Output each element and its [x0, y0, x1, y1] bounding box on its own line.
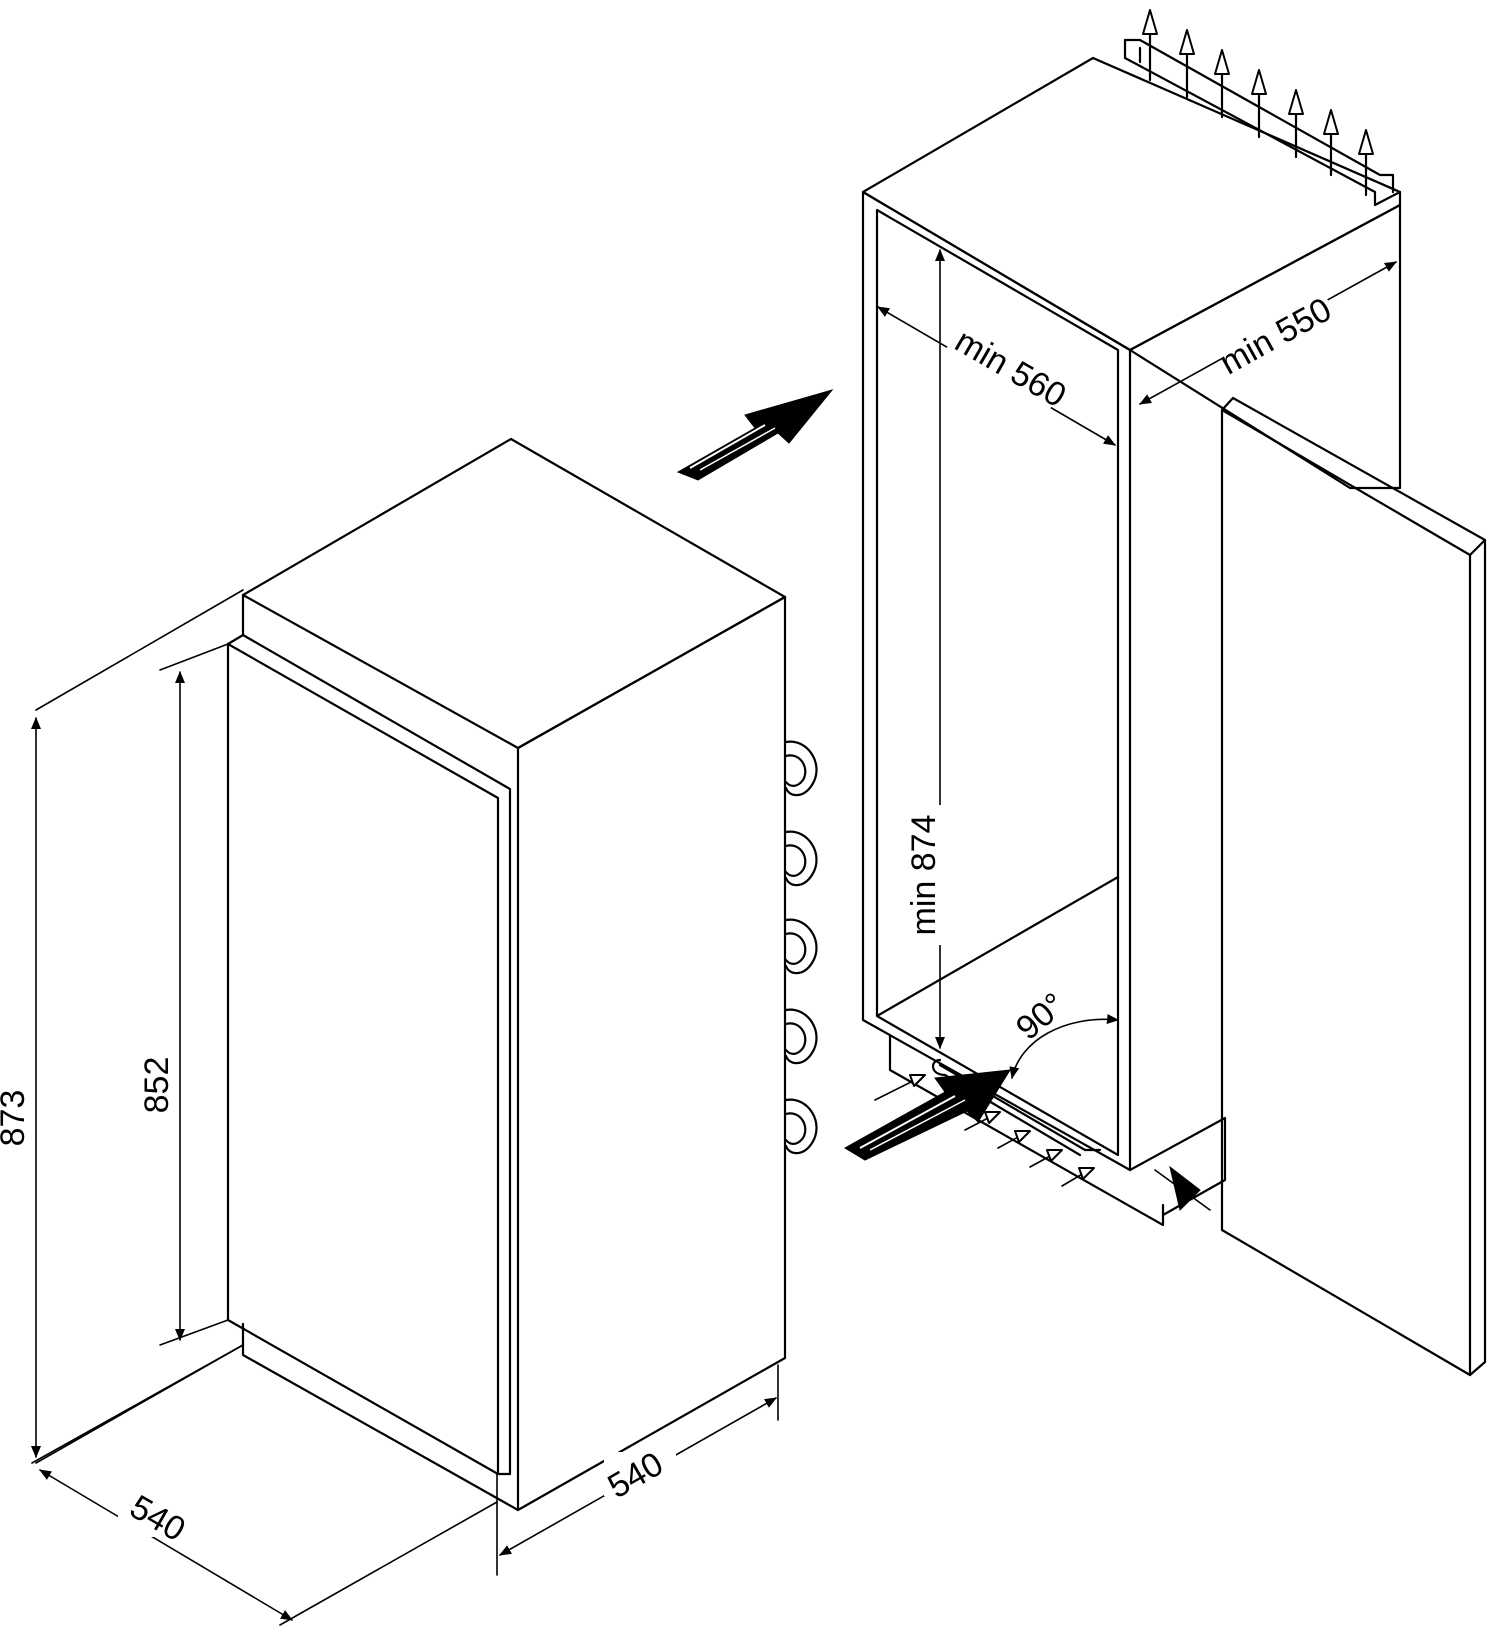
dimension-niche-depth: min 550 [1139, 261, 1397, 405]
appliance-top [241, 437, 787, 750]
appliance-door [226, 642, 500, 1476]
insertion-arrow-icon [844, 1069, 1011, 1161]
airflow-arrow-icon [1142, 9, 1374, 197]
niche-opening [875, 208, 1120, 1157]
dimension-line-depth [39, 1469, 293, 1621]
niche-front-frame [861, 190, 1132, 352]
label-door-angle: 90° [1009, 985, 1073, 1047]
airflow-inlet-arrow-icon [874, 1074, 1095, 1187]
hinge-marker-icon [1169, 1165, 1201, 1211]
hinge-icon [784, 740, 818, 1155]
appliance: 873 852 540 540 [0, 437, 818, 1626]
door-angle-indicator: 90° [1009, 985, 1119, 1079]
dimension-niche-height: min 874 [905, 249, 949, 1049]
furniture-door-front [1220, 408, 1472, 1377]
niche-cabinet [861, 38, 1402, 1227]
direction-arrow-icon [676, 389, 834, 481]
furniture-door-panel [1220, 396, 1487, 1377]
label-door-height: 852 [138, 1057, 176, 1114]
label-niche-height: min 874 [905, 815, 943, 936]
appliance-side [516, 595, 787, 1512]
label-appliance-height: 873 [0, 1090, 32, 1147]
